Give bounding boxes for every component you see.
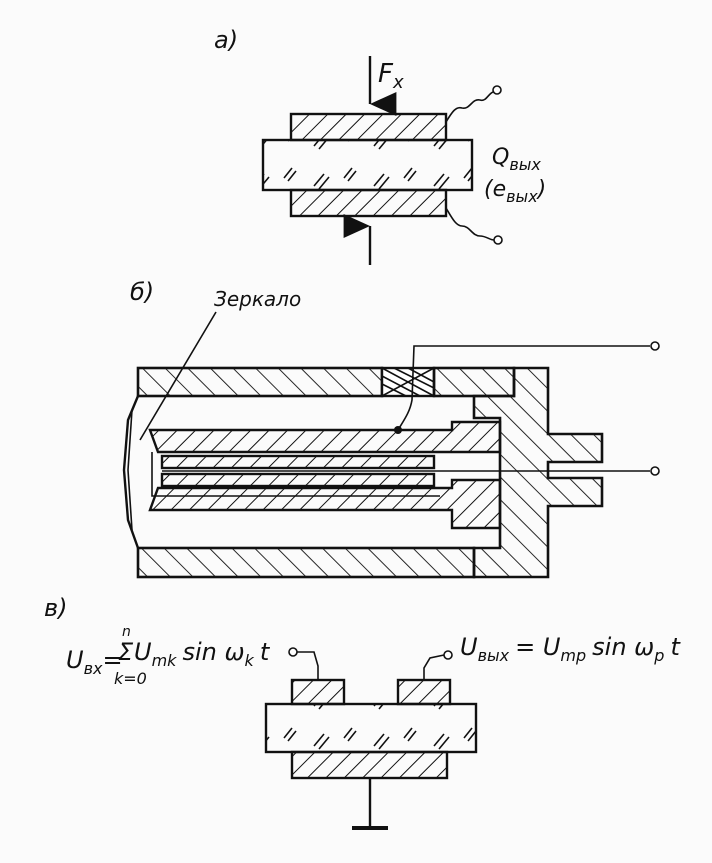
q-out-label: Qвых	[492, 145, 541, 174]
inner-frame-line	[151, 452, 440, 497]
contact-point	[394, 426, 402, 434]
part-a-group: а) Fx Qвых (eвых)	[214, 26, 546, 265]
input-electrode	[290, 678, 346, 706]
lead-bottom	[445, 207, 495, 241]
terminal-bottom	[493, 235, 503, 245]
ground-electrode	[290, 750, 449, 780]
output-terminal	[443, 650, 453, 660]
back-end-cap	[472, 366, 604, 579]
mirror-label: Зеркало	[214, 287, 301, 311]
input-formula: Uвх=	[66, 646, 123, 678]
force-label: Fx	[378, 59, 404, 93]
output-lead	[423, 654, 445, 680]
sum-lower-limit: k=0	[114, 669, 147, 688]
terminal-b-center	[650, 466, 660, 476]
bottom-electrode	[289, 188, 448, 218]
top-output-lead	[397, 345, 650, 431]
part-b-label: б)	[130, 278, 154, 306]
inner-tube-bottom	[148, 478, 502, 530]
housing-bottom-wall	[136, 546, 476, 579]
piezo-strip-lower	[160, 472, 436, 488]
terminal-b-top	[650, 341, 660, 351]
input-terminal	[288, 647, 298, 657]
piezo-strip-upper	[160, 454, 436, 470]
top-electrode	[289, 112, 448, 142]
terminal-top	[492, 85, 502, 95]
sum-sign: Σ	[118, 638, 134, 666]
inner-tube-top	[148, 420, 502, 454]
input-lead	[297, 651, 319, 680]
mirror-inner-line	[127, 409, 133, 531]
piezo-transformer-crystal	[264, 702, 478, 754]
piezo-crystal	[261, 138, 474, 192]
part-b-group: б) Зеркало	[122, 278, 660, 579]
insulator-crosshatch	[381, 367, 435, 397]
sum-upper-limit: n	[122, 624, 131, 640]
lead-top	[445, 91, 494, 123]
housing-top-wall-left	[136, 366, 384, 398]
part-a-label: а)	[214, 26, 238, 54]
part-v-label: в)	[44, 594, 68, 622]
housing-top-wall-right	[432, 366, 516, 398]
e-out-label: (eвых)	[484, 177, 546, 206]
output-electrode	[396, 678, 452, 706]
